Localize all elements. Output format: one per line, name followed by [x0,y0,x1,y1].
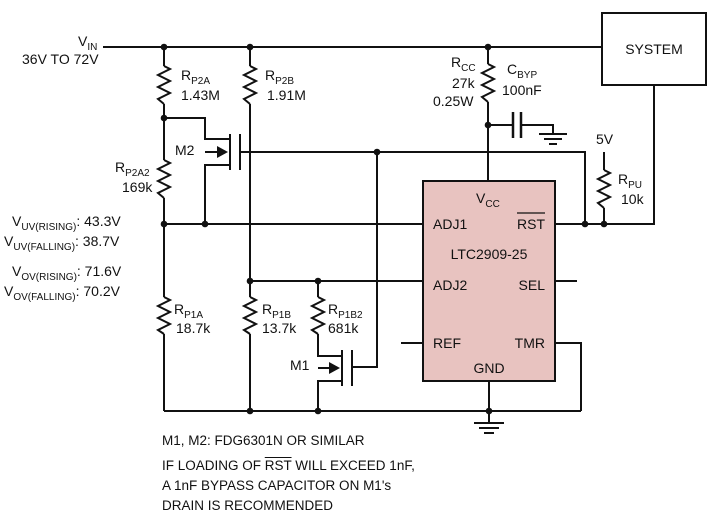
note-recommended: DRAIN IS RECOMMENDED [162,498,334,513]
threshold-ov-rising: VOV(RISING): 71.6V [12,263,122,283]
ic-pin-adj2: ADJ2 [433,277,467,293]
value-rp2a: 1.43M [181,87,220,103]
label-rp1a: RP1A [174,301,203,321]
label-m1: M1 [290,357,310,373]
ic-pin-tmr: TMR [515,335,545,351]
value-rp2b: 1.91M [267,87,306,103]
m2-gate [239,134,586,224]
resistor-rpu [595,169,613,209]
threshold-ov-falling: VOV(FALLING): 70.2V [4,283,121,303]
label-rcc: RCC [451,54,476,74]
resistor-rp2b [241,65,259,105]
vin-label: VIN [78,33,97,53]
label-rp2a: RP2A [181,67,210,87]
value-rcc: 27k [452,75,476,91]
resistor-rp1a [155,296,173,335]
m2-drain-wire [164,117,230,140]
resistor-rp1b [241,296,259,335]
threshold-uv-rising: VUV(RISING): 43.3V [12,213,121,233]
note-rst-loading: IF LOADING OF RST WILL EXCEED 1nF, [162,458,415,473]
value-cbyp: 100nF [502,82,542,98]
junction-rst-m2gate [581,220,589,228]
ic-pin-rst: RST [517,216,545,232]
ic-pin-vcc: VCC [476,190,500,210]
ic-pin-sel: SEL [519,277,546,293]
system-box [601,12,707,86]
power-rcc: 0.25W [433,93,474,109]
value-rp1a: 18.7k [176,320,211,336]
ic-pin-adj1: ADJ1 [433,216,467,232]
label-rp2a2: RP2A2 [115,159,150,179]
resistor-rp1b2 [309,296,327,335]
resistor-rcc [479,63,497,103]
note-bypass-cap: A 1nF BYPASS CAPACITOR ON M1's [162,478,392,493]
value-rp1b2: 681k [328,320,359,336]
label-m2: M2 [175,142,195,158]
resistor-rp2a [155,65,173,105]
ic-pin-ref: REF [433,335,461,351]
label-rp1b: RP1B [262,301,291,321]
tmr-wire [555,342,582,411]
label-rpu: RPU [618,171,642,191]
m1-gate [351,152,378,386]
cbyp-ground-icon [539,133,567,145]
system-label: SYSTEM [625,41,683,57]
m2-arrow-icon [217,146,228,158]
supply-5v: 5V [596,131,614,147]
value-rp1b: 13.7k [262,320,297,336]
m2-source-wire [204,164,230,224]
m1-arrow-icon [329,362,340,374]
note-transistor-part: M1, M2: FDG6301N OR SIMILAR [162,433,365,448]
ground-icon [474,422,504,434]
label-rp2b: RP2B [265,67,294,87]
junction-ground-mid [246,407,254,415]
label-rp1b2: RP1B2 [328,301,363,321]
value-rp2a2: 169k [122,179,153,195]
resistor-rp2a2 [155,159,173,199]
ic-name: LTC2909-25 [451,246,528,262]
ic-body [422,180,556,382]
value-rpu: 10k [621,191,645,207]
label-cbyp: CBYP [507,61,537,81]
vin-range: 36V TO 72V [22,51,99,67]
cbyp-wire [488,124,554,134]
ic-pin-gnd: GND [473,360,504,376]
note-rst-overbar: RST [264,458,292,473]
threshold-uv-falling: VUV(FALLING): 38.7V [4,233,120,253]
m1-source-wire [317,380,342,411]
